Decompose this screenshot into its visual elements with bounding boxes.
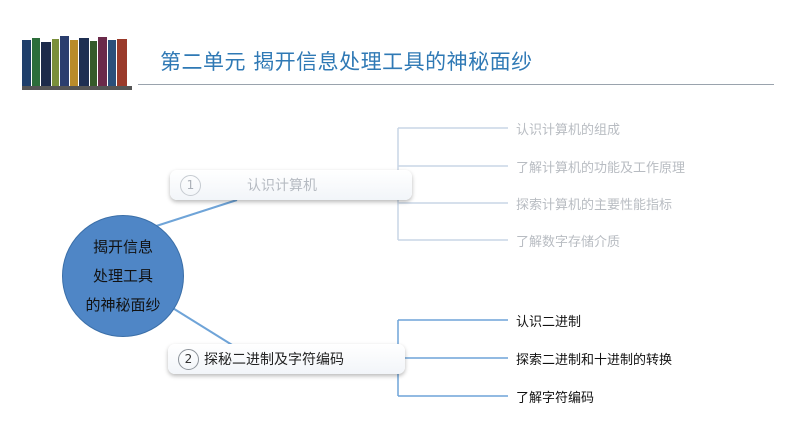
leaf-item: 探索计算机的主要性能指标 [516, 198, 673, 213]
books-logo [22, 36, 132, 90]
branch-node-2[interactable]: 2 探秘二进制及字符编码 [168, 344, 405, 374]
page-title: 第二单元 揭开信息处理工具的神秘面纱 [160, 50, 533, 74]
leaf-item: 了解数字存储介质 [516, 235, 621, 250]
center-topic: 揭开信息 处理工具 的神秘面纱 [62, 215, 184, 337]
center-line-1: 揭开信息 [92, 237, 153, 256]
leaf-item: 了解计算机的功能及工作原理 [516, 161, 686, 176]
branch-label-2: 探秘二进制及字符编码 [204, 352, 344, 368]
title-divider [138, 84, 774, 85]
leaf-item: 了解字符编码 [516, 391, 595, 406]
number-badge-1: 1 [180, 174, 201, 196]
leaf-item: 认识计算机的组成 [516, 123, 621, 138]
number-badge-2: 2 [178, 348, 199, 370]
branch-node-1[interactable]: 1 认识计算机 [170, 170, 412, 200]
leaf-item: 认识二进制 [516, 315, 582, 330]
center-line-2: 处理工具 [92, 266, 153, 285]
leaf-item: 探索二进制和十进制的转换 [516, 353, 673, 368]
branch-label-1: 认识计算机 [247, 178, 317, 194]
center-line-3: 的神秘面纱 [85, 295, 161, 314]
